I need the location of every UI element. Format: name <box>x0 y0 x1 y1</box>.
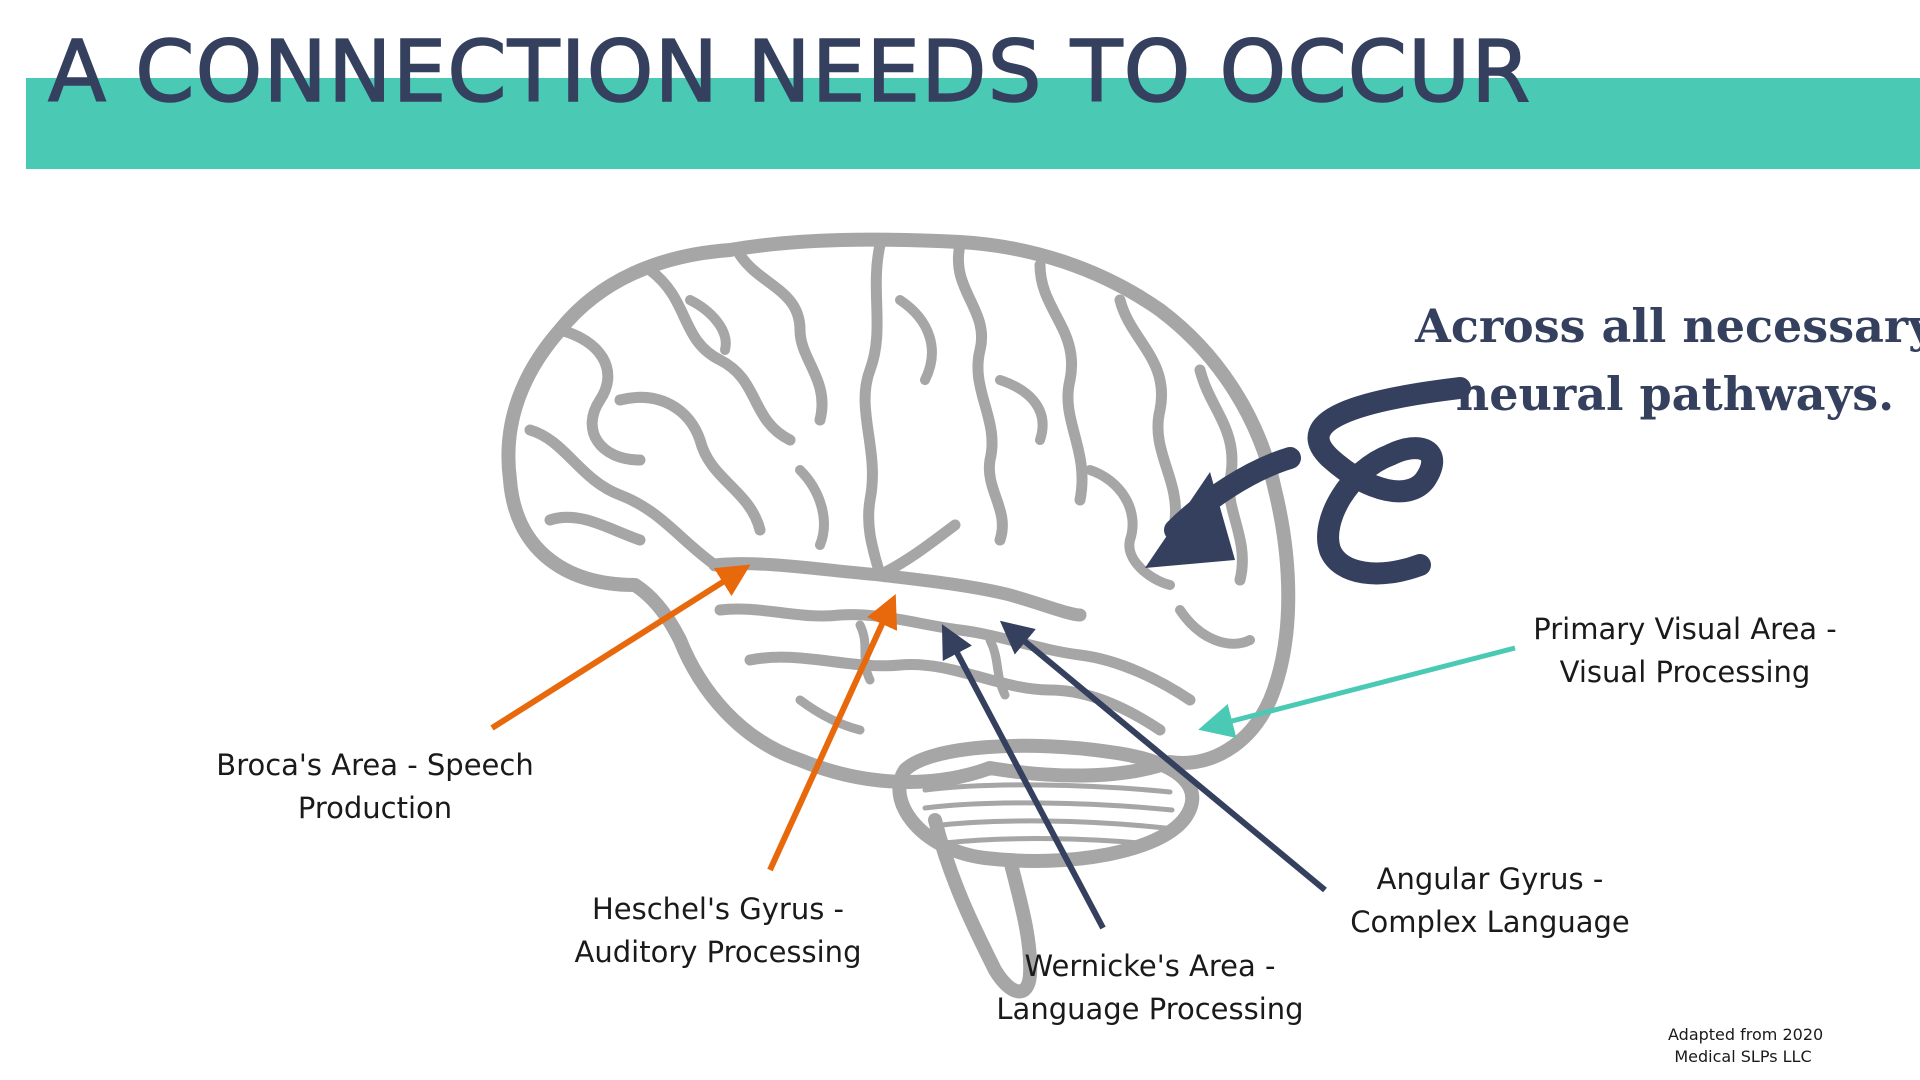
wernicke-label-line-1: Wernicke's Area - <box>1024 949 1276 983</box>
credit-line-2: Medical SLPs LLC <box>1674 1047 1812 1066</box>
pathways-loop-arrow <box>1145 377 1471 585</box>
heschel-gyrus-label: Heschel's Gyrus - Auditory Processing <box>550 888 886 974</box>
angular-label-line-2: Complex Language <box>1350 905 1630 939</box>
wernicke-arrow <box>941 624 1106 930</box>
tagline-line-2: neural pathways. <box>1455 367 1895 421</box>
broca-arrow <box>490 564 751 731</box>
broca-label-line-2: Production <box>297 791 453 825</box>
broca-area-label: Broca's Area - Speech Production <box>200 744 550 830</box>
heschel-label-line-2: Auditory Processing <box>574 935 862 969</box>
pathways-tagline: Across all necessary neural pathways. <box>1400 292 1920 428</box>
title-banner <box>26 78 1920 169</box>
heschel-label-line-1: Heschel's Gyrus - <box>591 892 844 926</box>
visual-label-line-2: Visual Processing <box>1559 655 1811 689</box>
angular-gyrus-label: Angular Gyrus - Complex Language <box>1320 858 1660 944</box>
primary-visual-area-label: Primary Visual Area - Visual Processing <box>1510 608 1860 694</box>
visual-area-arrow <box>1198 645 1516 738</box>
page-title: A CONNECTION NEEDS TO OCCUR <box>47 23 1532 122</box>
source-credit: Adapted from 2020 Medical SLPs LLC <box>1668 1024 1824 1068</box>
wernicke-label-line-2: Language Processing <box>996 992 1304 1026</box>
angular-label-line-1: Angular Gyrus - <box>1376 862 1604 896</box>
tagline-line-1: Across all necessary <box>1415 299 1920 353</box>
visual-label-line-1: Primary Visual Area - <box>1533 612 1837 646</box>
brain-illustration <box>501 232 1296 999</box>
brain-stem-shape <box>928 813 1038 999</box>
heschel-arrow <box>767 593 898 872</box>
wernicke-area-label: Wernicke's Area - Language Processing <box>975 945 1325 1031</box>
credit-line-1: Adapted from 2020 <box>1668 1025 1824 1044</box>
broca-label-line-1: Broca's Area - Speech <box>216 748 534 782</box>
angular-gyrus-arrow <box>999 620 1327 893</box>
